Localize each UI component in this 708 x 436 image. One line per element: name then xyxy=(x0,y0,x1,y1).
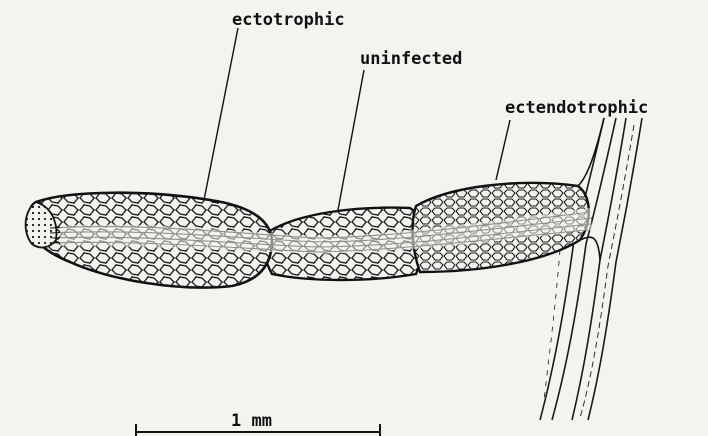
leader-lines xyxy=(204,28,510,210)
leader-line-ectendotrophic xyxy=(496,120,510,180)
label-uninfected: uninfected xyxy=(360,49,462,69)
leader-line-uninfected xyxy=(338,70,364,210)
scale-bar-label: 1 mm xyxy=(231,411,272,431)
leader-line-ectotrophic xyxy=(204,28,238,200)
label-ectendotrophic: ectendotrophic xyxy=(505,98,648,118)
label-ectotrophic: ectotrophic xyxy=(232,10,345,30)
